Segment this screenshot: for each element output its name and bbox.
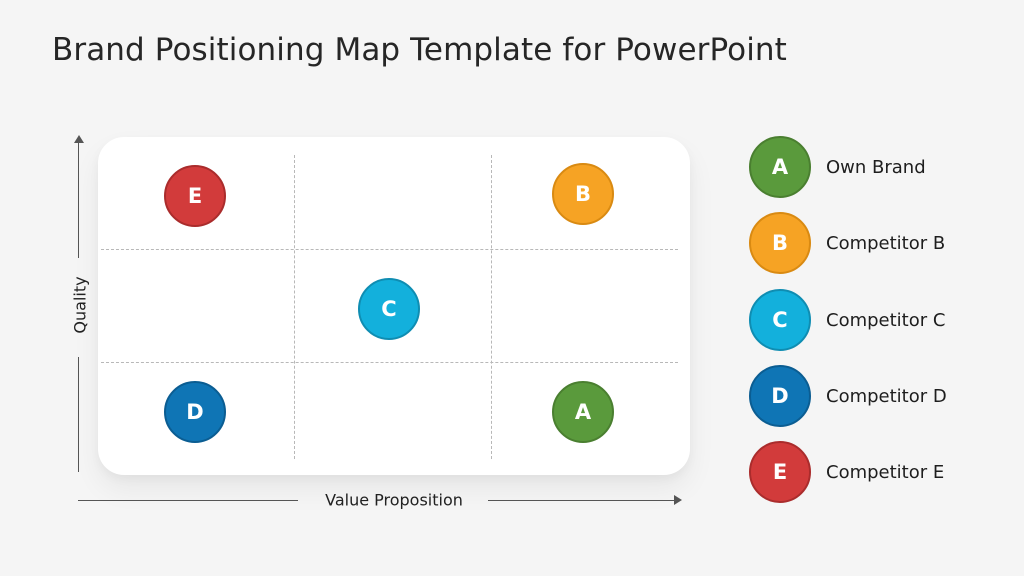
map-marker-b[interactable]: B (552, 163, 614, 225)
grid-divider-vertical-1 (294, 155, 295, 459)
legend-item-a: A Own Brand (749, 136, 926, 198)
legend-marker-c: C (749, 289, 811, 351)
grid-divider-horizontal-2 (101, 362, 678, 363)
x-axis-line-right (488, 499, 676, 501)
map-marker-c[interactable]: C (358, 278, 420, 340)
grid-divider-horizontal-1 (101, 249, 678, 250)
legend-label-d: Competitor D (826, 385, 947, 407)
legend-item-e: E Competitor E (749, 441, 944, 503)
legend-item-b: B Competitor B (749, 212, 945, 274)
legend-item-c: C Competitor C (749, 289, 945, 351)
legend-marker-a: A (749, 136, 811, 198)
y-axis-arrow-icon (74, 135, 84, 143)
map-marker-d[interactable]: D (164, 381, 226, 443)
legend-label-e: Competitor E (826, 461, 945, 483)
legend-marker-e: E (749, 441, 811, 503)
x-axis-label: Value Proposition (325, 490, 463, 510)
legend-label-b: Competitor B (826, 232, 946, 254)
x-axis-arrow-icon (674, 495, 682, 505)
map-marker-a[interactable]: A (552, 381, 614, 443)
legend-marker-b: B (749, 212, 811, 274)
map-marker-e[interactable]: E (164, 165, 226, 227)
slide-title: Brand Positioning Map Template for Power… (52, 32, 787, 68)
legend-label-a: Own Brand (826, 156, 926, 178)
legend-item-d: D Competitor D (749, 365, 947, 427)
grid-divider-vertical-2 (491, 155, 492, 459)
x-axis-line-left (78, 499, 298, 501)
legend-label-c: Competitor C (826, 309, 946, 331)
legend-marker-d: D (749, 365, 811, 427)
y-axis-line-upper (78, 140, 80, 258)
y-axis-label: Quality (70, 276, 90, 334)
y-axis-line-lower (78, 357, 80, 472)
